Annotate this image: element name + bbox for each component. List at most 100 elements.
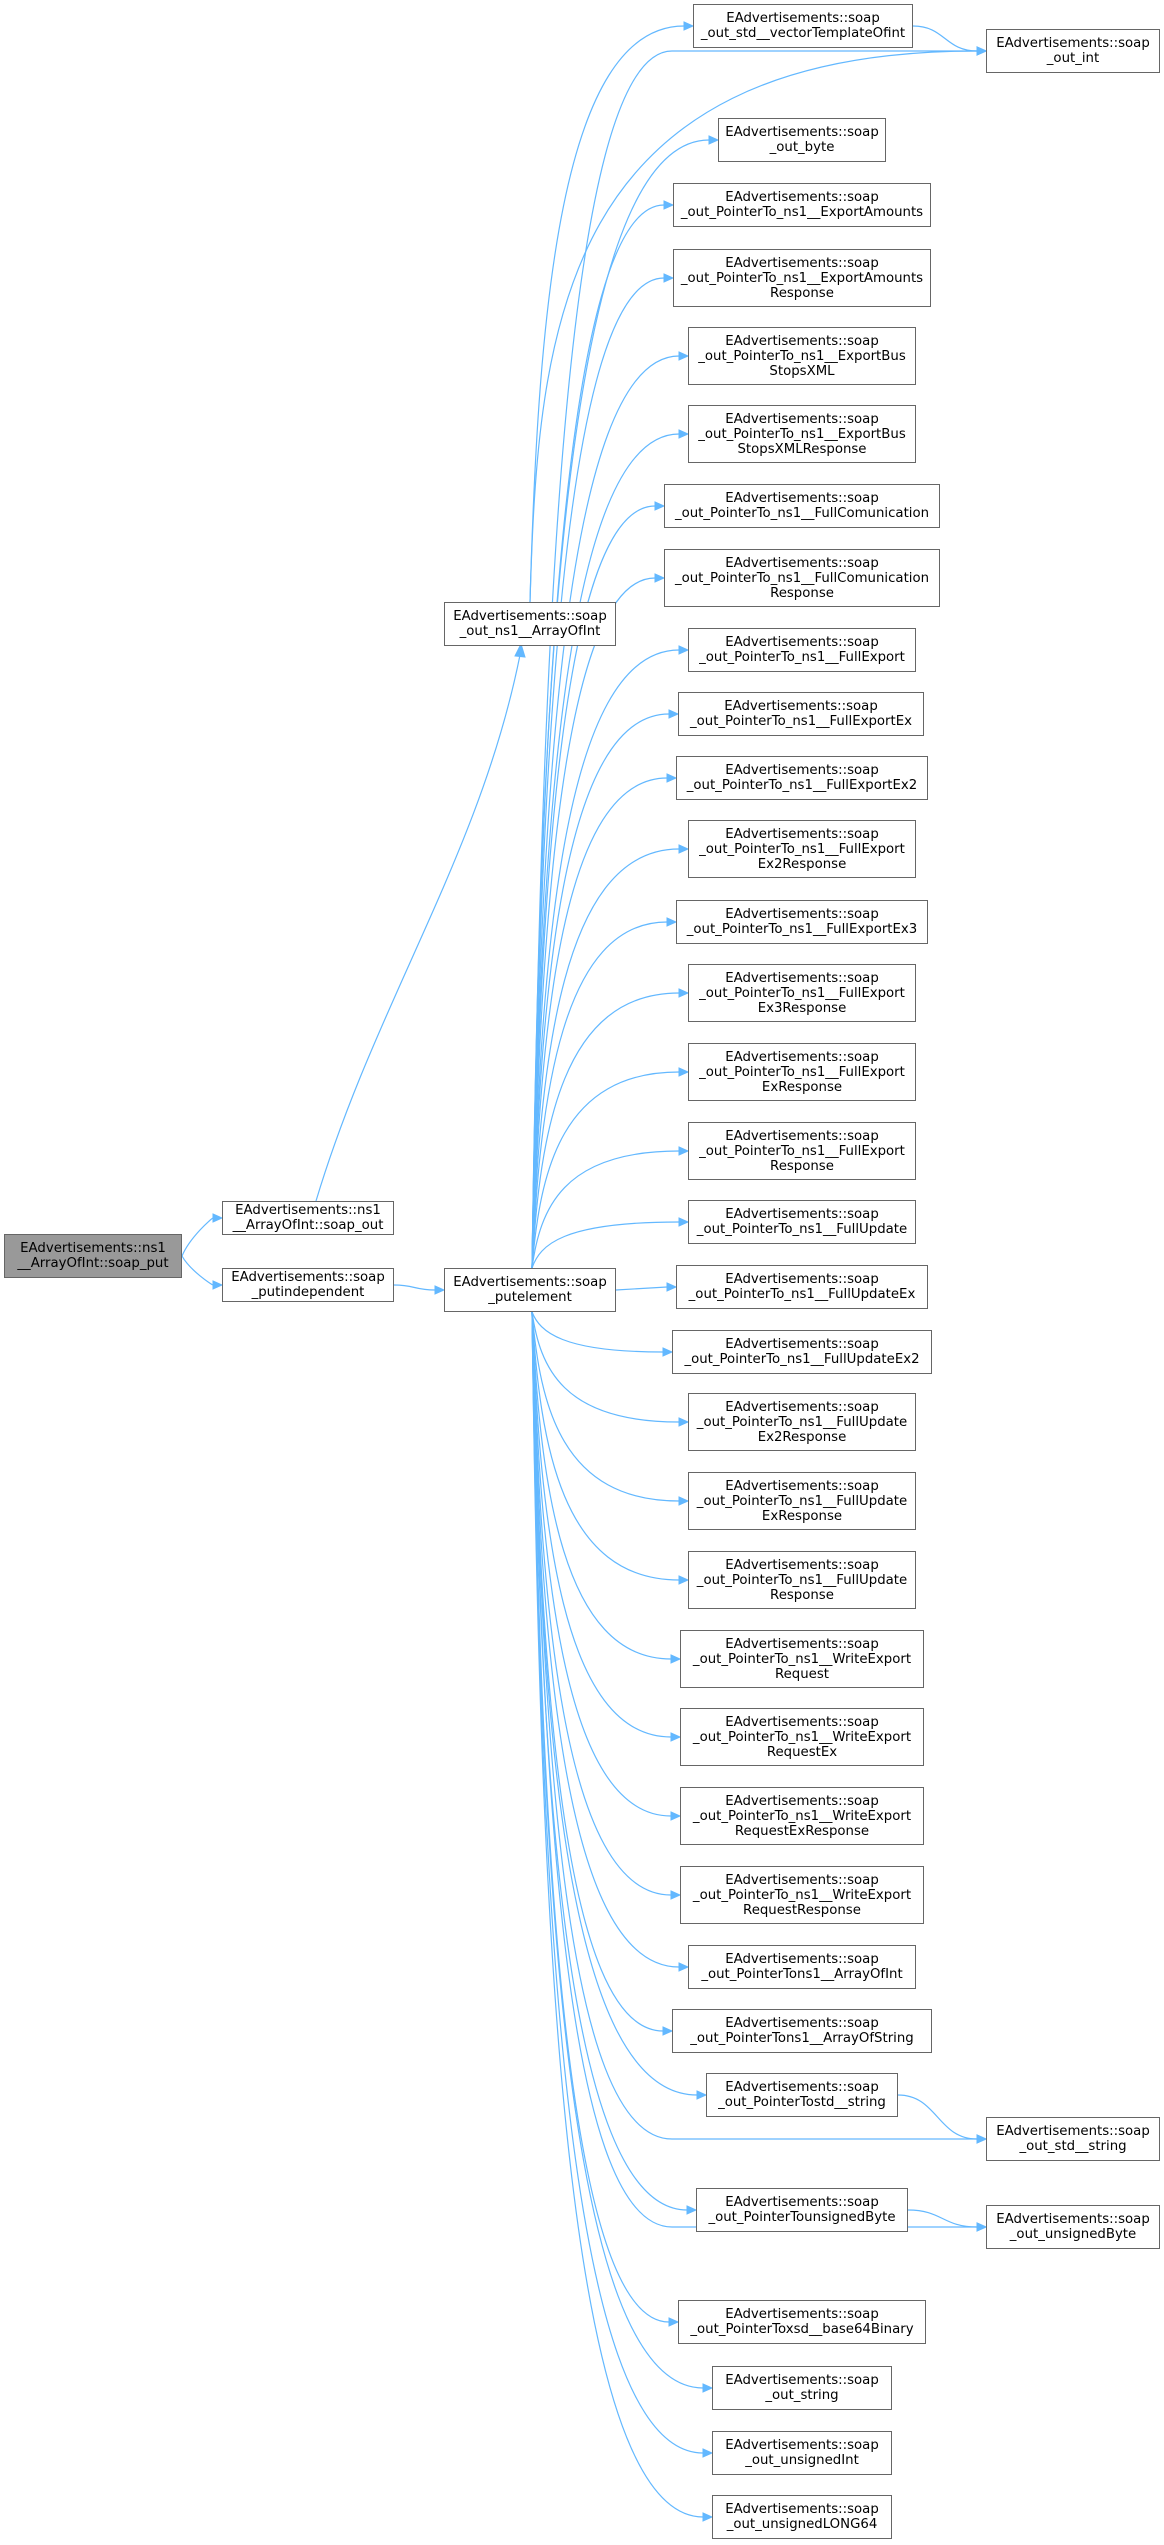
call-edge [393, 1284, 436, 1291]
edge-arrowhead [678, 988, 690, 998]
node-label: EAdvertisements::soap _out_PointerTo_ns1… [699, 1049, 905, 1095]
node-label: EAdvertisements::soap _out_PointerTo_ns1… [674, 491, 930, 521]
node-label: EAdvertisements::soap _out_PointerTons1_… [690, 2016, 914, 2046]
function-node[interactable]: EAdvertisements::soap _out_PointerTo_ns1… [664, 549, 940, 607]
function-node[interactable]: EAdvertisements::soap _out_std__vectorTe… [693, 4, 913, 48]
edge-arrowhead [683, 21, 695, 31]
function-node[interactable]: EAdvertisements::soap _out_PointerTo_ns1… [676, 756, 928, 800]
edge-arrowhead [976, 2134, 988, 2144]
call-edge [531, 1311, 680, 1502]
edge-arrowhead [670, 1811, 682, 1821]
function-node[interactable]: EAdvertisements::soap _out_PointerTons1_… [672, 2009, 932, 2053]
function-node[interactable]: EAdvertisements::soap _out_PointerTo_ns1… [680, 1866, 924, 1924]
node-label: EAdvertisements::soap _out_PointerTo_ns1… [688, 1272, 916, 1302]
function-node[interactable]: EAdvertisements::soap _out_unsignedLONG6… [712, 2495, 892, 2539]
node-label: EAdvertisements::soap _out_unsignedLONG6… [725, 2502, 879, 2532]
call-edge [531, 505, 656, 1269]
function-node[interactable]: EAdvertisements::soap _out_unsignedByte [986, 2205, 1160, 2249]
function-node[interactable]: EAdvertisements::soap _out_ns1__ArrayOfI… [444, 602, 616, 646]
function-node[interactable]: EAdvertisements::soap _out_PointerTons1_… [688, 1945, 916, 1989]
node-label: EAdvertisements::soap _out_PointerToxsd_… [690, 2307, 914, 2337]
edge-arrowhead [663, 273, 675, 283]
function-node[interactable]: EAdvertisements::soap _out_PointerTo_ns1… [688, 1551, 916, 1609]
node-label: EAdvertisements::soap _out_PointerTons1_… [701, 1952, 903, 1982]
edge-arrowhead [702, 2512, 714, 2522]
function-node[interactable]: EAdvertisements::soap _out_std__string [986, 2117, 1160, 2161]
function-node[interactable]: EAdvertisements::soap _out_PointerTo_ns1… [680, 1787, 924, 1845]
function-node[interactable]: EAdvertisements::soap _out_byte [718, 118, 886, 162]
function-node[interactable]: EAdvertisements::soap _out_PointerTo_ns1… [688, 1393, 916, 1451]
function-node[interactable]: EAdvertisements::soap _out_PointerTo_ns1… [680, 1630, 924, 1688]
edge-arrowhead [678, 844, 690, 854]
edge-arrowhead [678, 1496, 690, 1506]
function-node[interactable]: EAdvertisements::soap _putelement [444, 1268, 616, 1312]
edge-arrowhead [670, 1890, 682, 1900]
call-edge [897, 2094, 978, 2140]
call-edge [531, 1311, 680, 1968]
function-node[interactable]: EAdvertisements::soap _out_PointerTo_ns1… [688, 1200, 916, 1244]
function-node[interactable]: EAdvertisements::ns1 __ArrayOfInt::soap_… [222, 1201, 394, 1235]
function-node[interactable]: EAdvertisements::soap _out_PointerTostd_… [706, 2073, 898, 2117]
edge-arrowhead [666, 1282, 678, 1292]
edge-arrowhead [678, 351, 690, 361]
function-node[interactable]: EAdvertisements::soap _out_PointerTo_ns1… [676, 1265, 928, 1309]
node-label: EAdvertisements::soap _out_std__string [996, 2124, 1150, 2154]
function-node[interactable]: EAdvertisements::soap _putindependent [222, 1268, 394, 1302]
edge-arrowhead [976, 46, 988, 56]
call-edge [529, 25, 685, 603]
edge-arrowhead [696, 2090, 708, 2100]
edge-arrowhead [678, 1217, 690, 1227]
function-node[interactable]: EAdvertisements::soap _out_PointerTo_ns1… [672, 1330, 932, 1374]
call-edge [181, 1217, 214, 1257]
function-node[interactable]: EAdvertisements::soap _out_PointerTo_ns1… [688, 964, 916, 1022]
node-label: EAdvertisements::soap _out_PointerTo_ns1… [696, 1557, 908, 1603]
function-node[interactable]: EAdvertisements::soap _out_PointerToxsd_… [678, 2300, 926, 2344]
edge-arrowhead [678, 1067, 690, 1077]
node-label: EAdvertisements::soap _out_PointerTo_ns1… [686, 907, 918, 937]
function-node[interactable]: EAdvertisements::soap _out_PointerTo_ns1… [673, 249, 931, 307]
call-edge [531, 1311, 704, 2518]
node-label: EAdvertisements::soap _out_PointerTo_ns1… [696, 1207, 908, 1237]
node-label: EAdvertisements::soap _out_PointerTo_ns1… [692, 1636, 912, 1682]
function-node[interactable]: EAdvertisements::soap _out_PointerTo_ns1… [688, 1043, 916, 1101]
node-label: EAdvertisements::soap _out_std__vectorTe… [700, 11, 906, 41]
edge-arrowhead [654, 501, 666, 511]
function-node[interactable]: EAdvertisements::soap _out_PointerTo_ns1… [673, 183, 931, 227]
node-label: EAdvertisements::soap _out_unsignedInt [725, 2438, 879, 2468]
function-node[interactable]: EAdvertisements::soap _out_PointerTo_ns1… [664, 484, 940, 528]
edge-arrowhead [678, 1575, 690, 1585]
function-node[interactable]: EAdvertisements::soap _out_int [986, 29, 1160, 73]
function-node[interactable]: EAdvertisements::soap _out_PointerTo_ns1… [676, 900, 928, 944]
edge-arrowhead [666, 917, 678, 927]
edge-arrowhead [654, 573, 666, 583]
call-edge [531, 50, 977, 1269]
function-node[interactable]: EAdvertisements::soap _out_PointerTo_ns1… [680, 1708, 924, 1766]
function-node[interactable]: EAdvertisements::soap _out_PointerTounsi… [696, 2188, 908, 2232]
function-node[interactable]: EAdvertisements::soap _out_PointerTo_ns1… [688, 1472, 916, 1530]
function-node[interactable]: EAdvertisements::soap _out_PointerTo_ns1… [688, 327, 916, 385]
function-node[interactable]: EAdvertisements::soap _out_PointerTo_ns1… [688, 628, 916, 672]
node-label: EAdvertisements::soap _out_PointerTo_ns1… [699, 635, 905, 665]
function-node[interactable]: EAdvertisements::soap _out_PointerTo_ns1… [688, 405, 916, 463]
edge-arrowhead [212, 1280, 224, 1290]
node-label: EAdvertisements::soap _out_string [725, 2373, 879, 2403]
call-edge [315, 654, 521, 1202]
function-node[interactable]: EAdvertisements::soap _out_PointerTo_ns1… [688, 1122, 916, 1180]
edge-arrowhead [662, 1347, 674, 1357]
function-node[interactable]: EAdvertisements::soap _out_PointerTo_ns1… [688, 820, 916, 878]
function-node[interactable]: EAdvertisements::soap _out_PointerTo_ns1… [678, 692, 924, 736]
edge-arrowhead [670, 1654, 682, 1664]
edge-arrowhead [666, 773, 678, 783]
edge-arrowhead [668, 709, 680, 719]
function-node[interactable]: EAdvertisements::soap _out_string [712, 2366, 892, 2410]
edge-arrowhead [212, 1213, 224, 1223]
node-label: EAdvertisements::ns1 __ArrayOfInt::soap_… [232, 1203, 384, 1233]
call-edge [907, 2209, 978, 2228]
node-label: EAdvertisements::soap _putelement [453, 1275, 607, 1305]
call-edge [531, 1311, 664, 1353]
edge-arrowhead [663, 200, 675, 210]
node-label: EAdvertisements::soap _out_PointerTo_ns1… [699, 1128, 905, 1174]
call-edge [531, 1311, 704, 2454]
function-node[interactable]: EAdvertisements::soap _out_unsignedInt [712, 2431, 892, 2475]
